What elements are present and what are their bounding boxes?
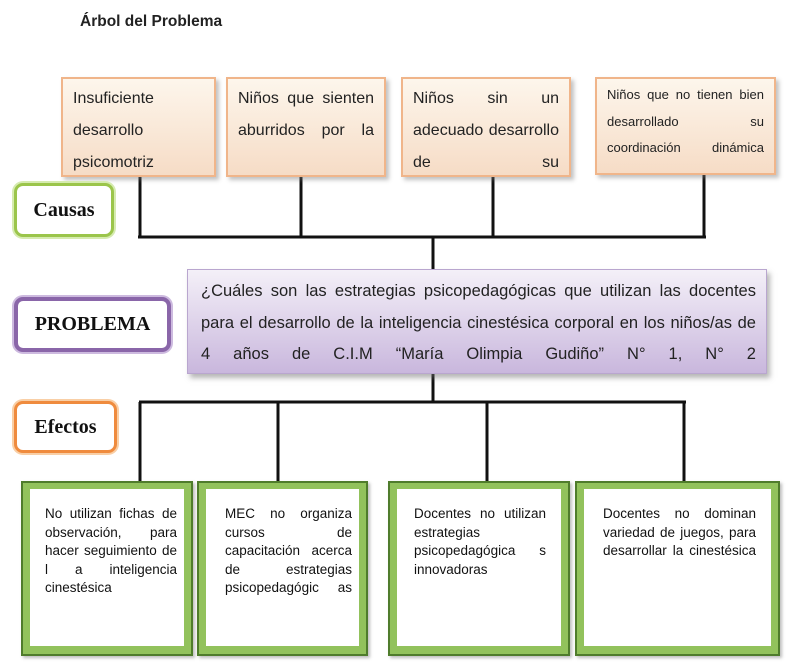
- effect-text-1: No utilizan fichas de observación, para …: [45, 506, 177, 595]
- cause-text-4: Niños que no tienen bien desarrollado su…: [607, 87, 764, 155]
- effect-text-4: Docentes no dominan variedad de juegos, …: [603, 506, 756, 558]
- effect-inner-1: [30, 489, 184, 646]
- cause-box-2: Niños que sienten aburridos por la: [226, 77, 386, 177]
- effect-text-3: Docentes no utilizan estrategias psicope…: [414, 506, 546, 577]
- effect-box-3: Docentes no utilizan estrategias psicope…: [388, 481, 570, 656]
- effect-text-2: MEC no organiza cursos de capacitación a…: [225, 506, 352, 595]
- effects-label: Efectos: [14, 401, 117, 453]
- problem-text: ¿Cuáles son las estrategias psicopedagóg…: [201, 282, 756, 363]
- cause-text-3: Niños sin un adecuado desarrollo de su: [413, 90, 559, 171]
- problem-label: PROBLEMA: [14, 297, 171, 352]
- effect-inner-2: [206, 489, 359, 646]
- effect-box-4: Docentes no dominan variedad de juegos, …: [575, 481, 780, 656]
- cause-box-3: Niños sin un adecuado desarrollo de su: [401, 77, 571, 177]
- cause-text-2: Niños que sienten aburridos por la: [238, 90, 374, 139]
- cause-box-4: Niños que no tienen bien desarrollado su…: [595, 77, 776, 175]
- effect-box-1: No utilizan fichas de observación, para …: [21, 481, 193, 656]
- effect-inner-3: [397, 489, 561, 646]
- effect-inner-4: [584, 489, 771, 646]
- effect-box-2: MEC no organiza cursos de capacitación a…: [197, 481, 368, 656]
- problem-box: ¿Cuáles son las estrategias psicopedagóg…: [187, 269, 767, 374]
- cause-text-1: Insuficiente desarrollo psicomotriz: [73, 90, 154, 171]
- cause-box-1: Insuficiente desarrollo psicomotriz: [61, 77, 216, 177]
- causes-label: Causas: [14, 183, 114, 237]
- diagram-title: Árbol del Problema: [80, 13, 223, 30]
